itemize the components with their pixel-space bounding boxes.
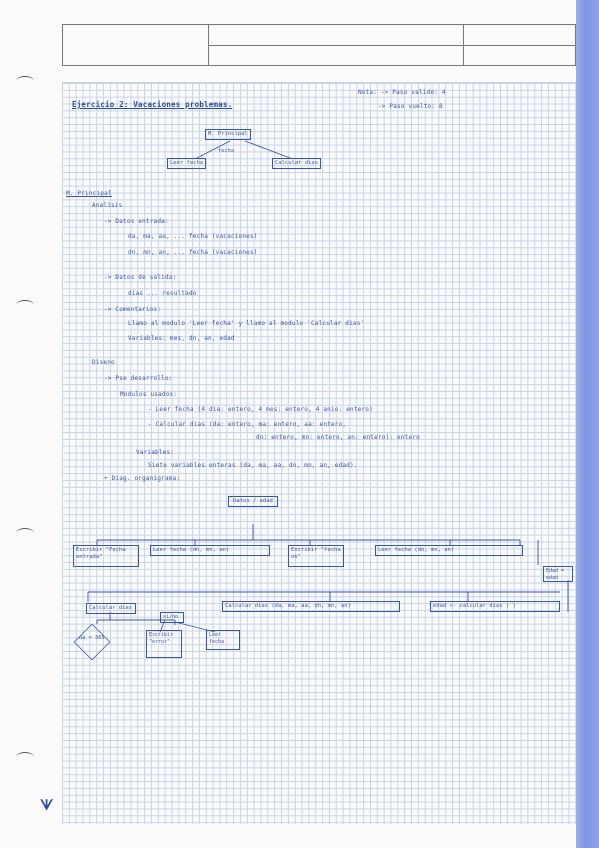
flow-box-1: Escribir "Fecha entrada" — [73, 545, 139, 567]
flow-box-2: Leer fecha (dn, mn, an) — [150, 545, 270, 556]
section-heading: M. Principal — [66, 190, 112, 197]
design-heading: Diseno — [92, 359, 115, 366]
exercise-title: Ejercicio 2: Vacaciones problemas. — [72, 100, 233, 109]
flow-lower-right-box: edad <- calcular dias ( ) — [430, 601, 560, 612]
binder-hole-mark — [16, 752, 34, 762]
flow-box-3: Escribir "fecha ok" — [288, 545, 344, 567]
pseudo-label: -> Pse desarrollo: — [104, 375, 173, 382]
notebook-logo-icon: ᗐ — [40, 798, 54, 814]
output-line: dias ... resultado — [128, 290, 197, 297]
binder-hole-mark — [16, 300, 34, 310]
flow-small-box-3: Leer fecha — [206, 630, 240, 650]
tree-left-box: Leer fecha — [167, 158, 207, 169]
input-data-label: -> Datos entrada: — [104, 218, 169, 225]
flow-lower-mid-box: Calcular dias (da, ma, aa, dn, mn, an) — [222, 601, 400, 612]
comment-line-1: Llamo al modulo 'Leer fecha' y llamo al … — [128, 320, 365, 327]
flow-small-box-1: si/no — [160, 612, 184, 623]
legend-line-1: Nota: -> Paso valido: 4 — [358, 89, 446, 96]
binder-hole-mark — [16, 528, 34, 538]
flow-decision-label: da < 365 — [79, 635, 105, 641]
analysis-label: Analisis — [92, 202, 123, 209]
comment-line-2: Variables: mes, dn, an, edad — [128, 335, 235, 342]
input-line-1: da, ma, aa, ... fecha (vacaciones) — [128, 233, 258, 240]
module-line-1: - Leer fecha (4 dia: entero, 4 mes: ente… — [148, 406, 373, 413]
input-line-2: dn, mn, an, ... fecha (vacaciones) — [128, 249, 258, 256]
binder-hole-mark — [16, 76, 34, 86]
grid-area — [62, 82, 576, 824]
legend-line-2: -> Paso vuelto: 8 — [378, 103, 443, 110]
flow-side-box: Edad = edad — [543, 566, 573, 582]
diagram-label: + Diag. organigrama: — [104, 475, 181, 482]
modules-label: Modulos usados: — [120, 391, 178, 398]
flow-lower-left-box: Calcular dias — [86, 603, 136, 614]
header-table — [62, 24, 576, 66]
flow-top-box: Datos / edad — [228, 496, 278, 507]
tree-root-box: M. Principal — [205, 129, 251, 140]
tree-edge-label: fecha — [218, 148, 235, 154]
variables-label: Variables: — [136, 449, 175, 456]
page-edge-band — [576, 0, 599, 848]
variables-line: Siete variables enteras (da, ma, aa, dn,… — [148, 462, 358, 469]
output-data-label: -> Datos de salida: — [104, 274, 177, 281]
flow-box-4: Leer fecha (dn, mn, an) — [375, 545, 523, 556]
module-line-2b: dn: entero, mn: entero, an: entero): ent… — [256, 434, 420, 441]
comments-label: -> Comentarios: — [104, 306, 162, 313]
flow-small-box-2: Escribir "error" — [146, 630, 182, 658]
tree-right-box: Calcular dias — [272, 158, 322, 169]
module-line-2: - Calcular dias (da: entero, ma: entero,… — [148, 421, 347, 428]
